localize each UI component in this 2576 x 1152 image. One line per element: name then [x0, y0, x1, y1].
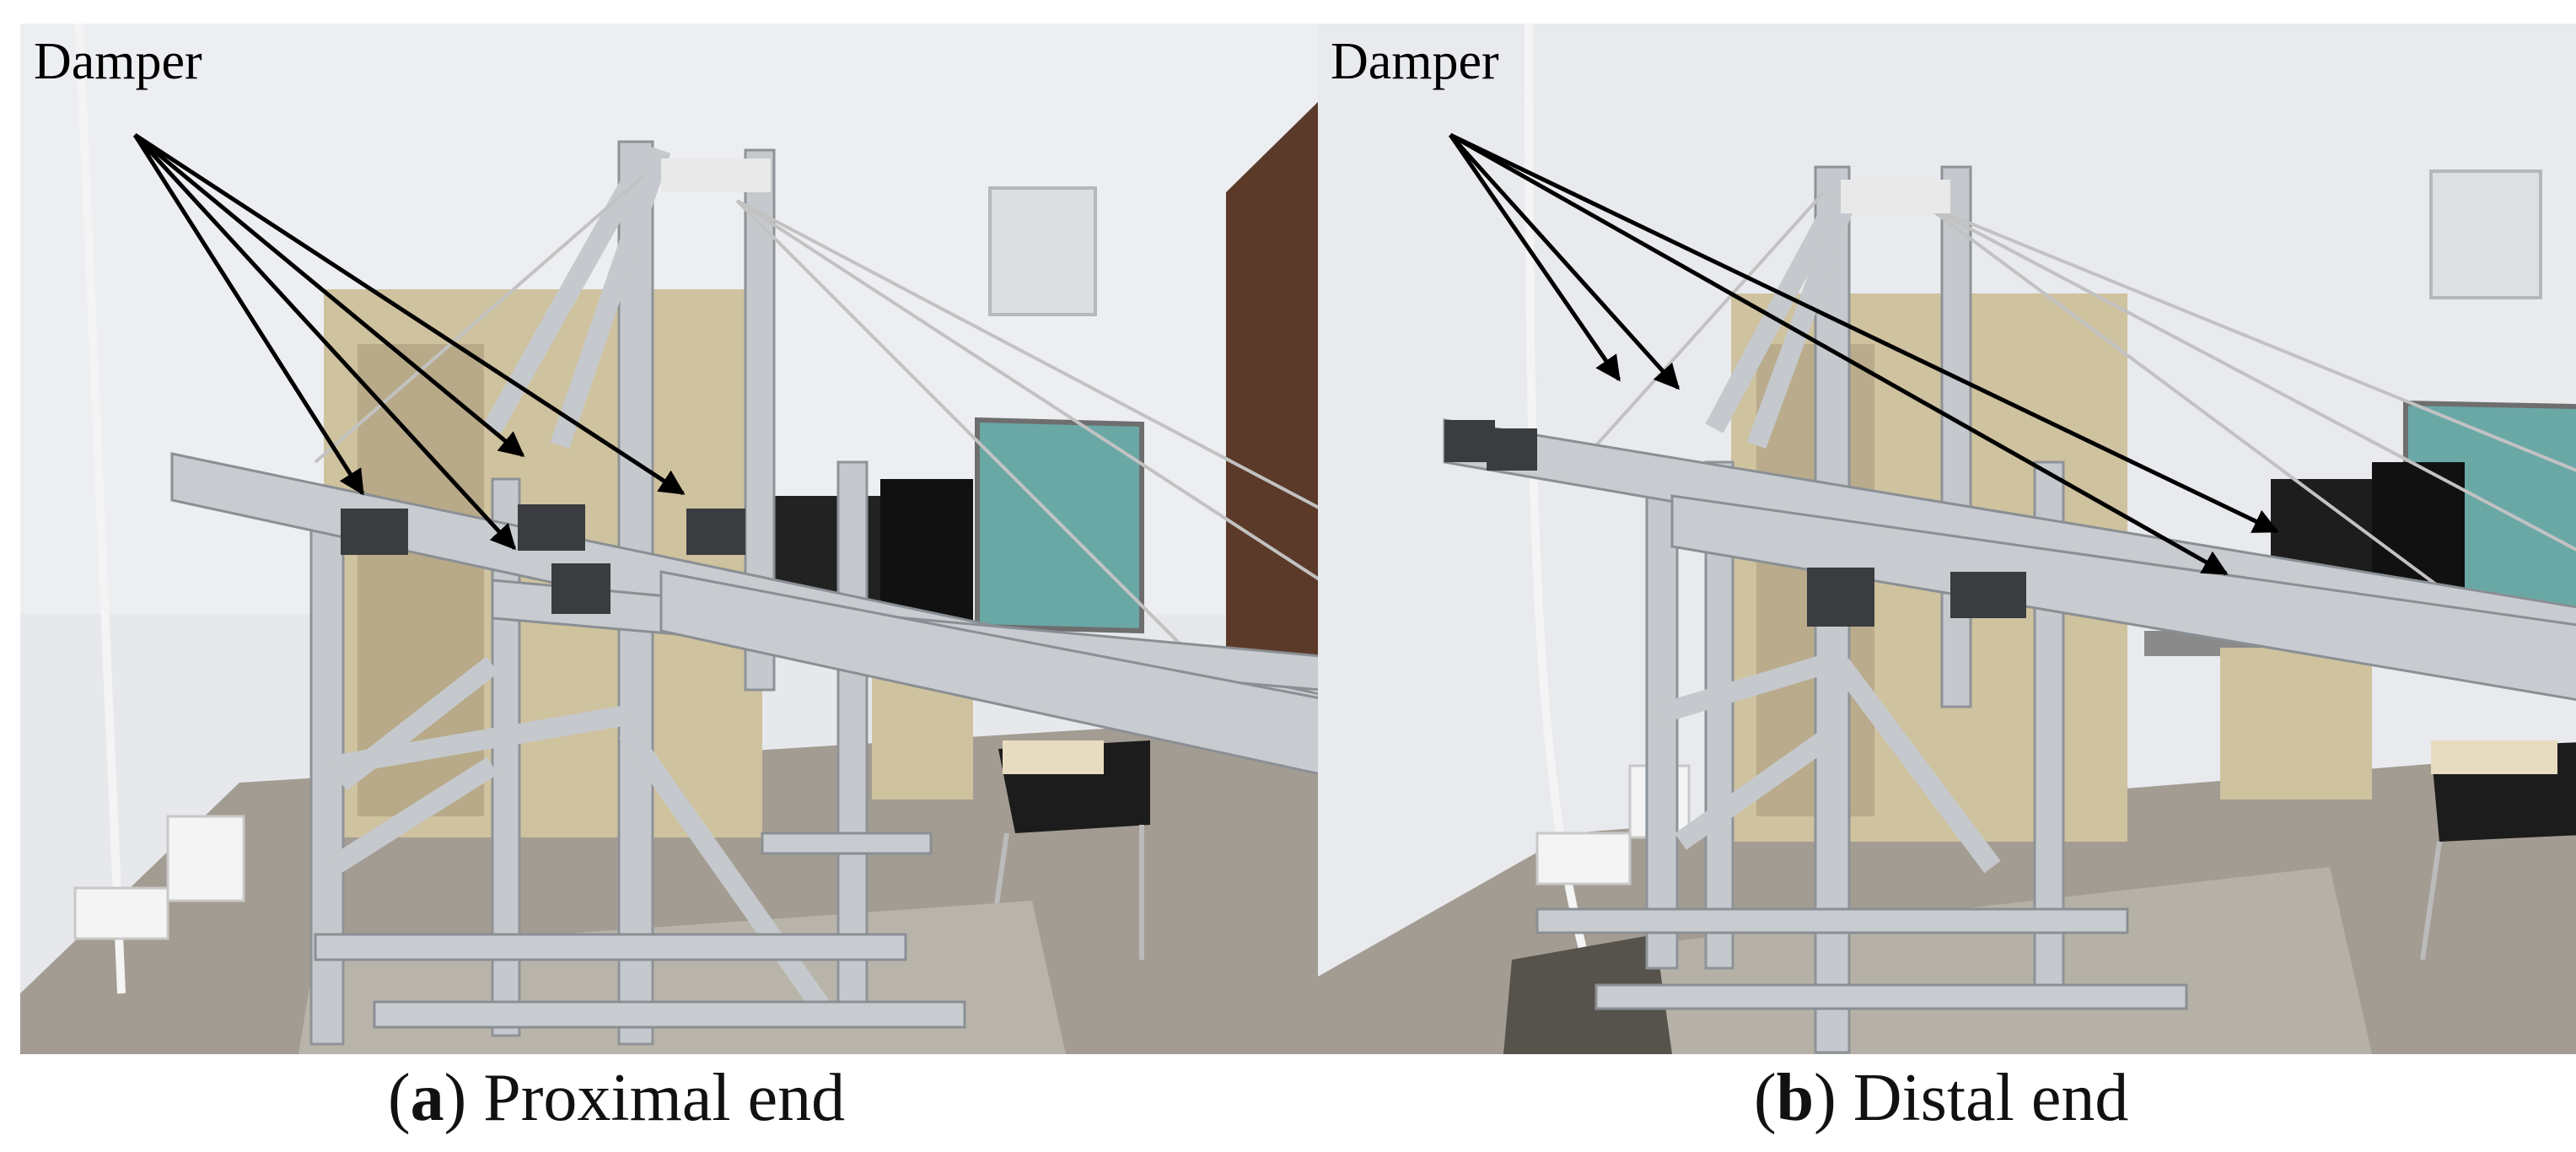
- caption-proximal-end: (a) Proximal end: [388, 1061, 846, 1135]
- distal-end-scene: [1318, 24, 2576, 1054]
- photo-proximal-end: [20, 24, 1320, 1054]
- caption-distal-end: (b) Distal end: [1754, 1061, 2129, 1135]
- caption-text-b: Distal end: [1853, 1061, 2129, 1135]
- damper-label-a: Damper: [34, 33, 202, 90]
- caption-text-a: Proximal end: [483, 1061, 846, 1135]
- caption-letter-a: a: [410, 1061, 444, 1135]
- caption-letter-b: b: [1776, 1061, 1815, 1135]
- photo-distal-end: [1318, 24, 2576, 1054]
- proximal-end-scene: [20, 24, 1320, 1054]
- damper-label-b: Damper: [1331, 33, 1499, 90]
